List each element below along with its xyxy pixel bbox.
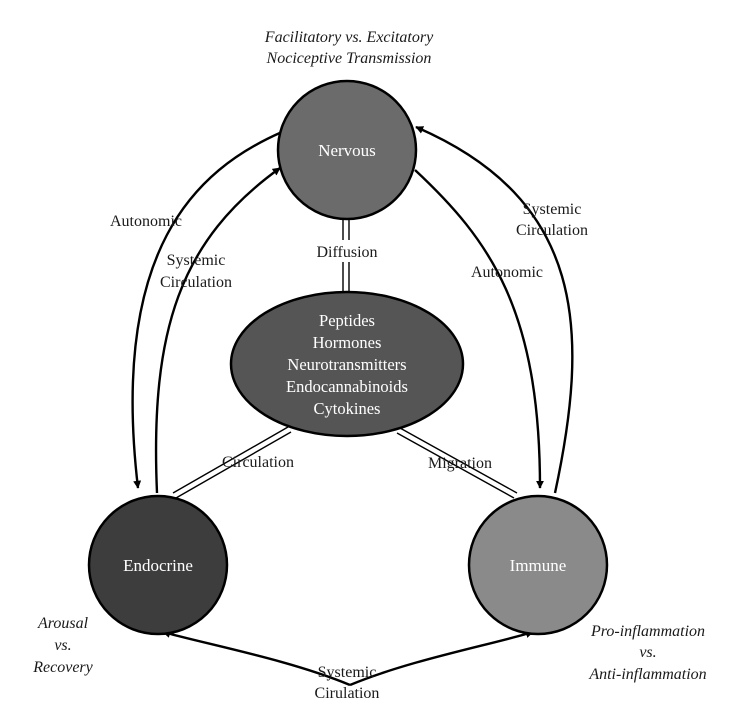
center-node: Peptides Hormones Neurotransmitters Endo… [229,290,465,438]
annotation-nervous-line2: Nociceptive Transmission [266,50,432,67]
endocrine-node: Endocrine [87,494,229,636]
arrow-systemic-endocrine-to-nervous [154,167,281,494]
label-systemic-right-line2: Circulation [516,222,588,239]
annotation-endocrine-line2: vs. [54,637,71,654]
connector-migration [396,427,518,499]
label-systemic-left-line1: Systemic [167,252,226,269]
arrow-systemic-bottom-to-endocrine [162,630,351,687]
annotation-nervous-line1: Facilitatory vs. Excitatory [264,29,434,46]
connector-diffusion [307,215,385,300]
label-migration: Migration [428,455,492,472]
annotation-immune-line2: vs. [639,644,656,661]
immune-label: Immune [510,556,567,575]
endocrine-label: Endocrine [123,556,193,575]
center-item-endocannabinoids: Endocannabinoids [286,377,408,396]
label-systemic-right-line1: Systemic [523,201,582,218]
label-autonomic-left: Autonomic [110,213,182,230]
label-systemic-bottom-line2: Cirulation [315,685,380,702]
center-item-cytokines: Cytokines [314,399,381,418]
nervous-label: Nervous [318,141,376,160]
label-circulation: Circulation [222,454,294,471]
label-systemic-bottom-line1: Systemic [318,664,377,681]
immune-node: Immune [467,494,609,636]
connector-circulation [172,426,292,499]
center-item-hormones: Hormones [313,333,382,352]
annotation-endocrine-line1: Arousal [37,615,89,632]
nervous-node: Nervous [276,79,418,221]
annotation-immune-line3: Anti-inflammation [588,666,706,683]
annotation-immune-line1: Pro-inflammation [590,623,705,640]
annotation-endocrine-line3: Recovery [32,659,93,676]
label-systemic-left-line2: Circulation [160,274,232,291]
arrow-systemic-bottom-to-immune [349,630,534,687]
center-item-peptides: Peptides [319,311,375,330]
arrow-systemic-immune-to-nervous [415,125,574,494]
label-diffusion: Diffusion [316,244,377,261]
arrow-autonomic-nervous-to-immune [414,169,544,489]
label-autonomic-right: Autonomic [471,264,543,281]
arrow-autonomic-nervous-to-endocrine [131,130,283,489]
center-item-neurotransmitters: Neurotransmitters [287,355,406,374]
